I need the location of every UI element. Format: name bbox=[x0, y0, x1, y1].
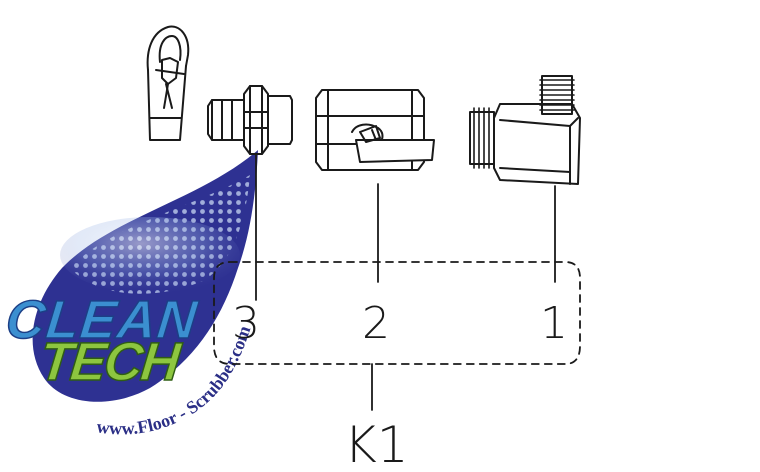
callout-number-2: 2 bbox=[362, 298, 390, 349]
logo-word-clean: CLEAN bbox=[3, 290, 201, 350]
hose-clamp bbox=[146, 25, 190, 141]
callout-number-3: 3 bbox=[232, 298, 260, 349]
leader-lines bbox=[255, 153, 556, 411]
part-1-elbow-fitting bbox=[469, 75, 581, 185]
callout-number-1: 1 bbox=[540, 298, 568, 349]
part-3-hose-barb-adapter bbox=[207, 85, 293, 155]
kit-label: K1 bbox=[344, 416, 409, 472]
part-2-ball-valve bbox=[315, 89, 435, 171]
kit-boundary-dashed bbox=[213, 261, 581, 365]
watermark-logo: CLEAN TECH www.Floor - Scrubber.com bbox=[2, 150, 258, 439]
logo-word-tech: TECH bbox=[37, 332, 185, 392]
